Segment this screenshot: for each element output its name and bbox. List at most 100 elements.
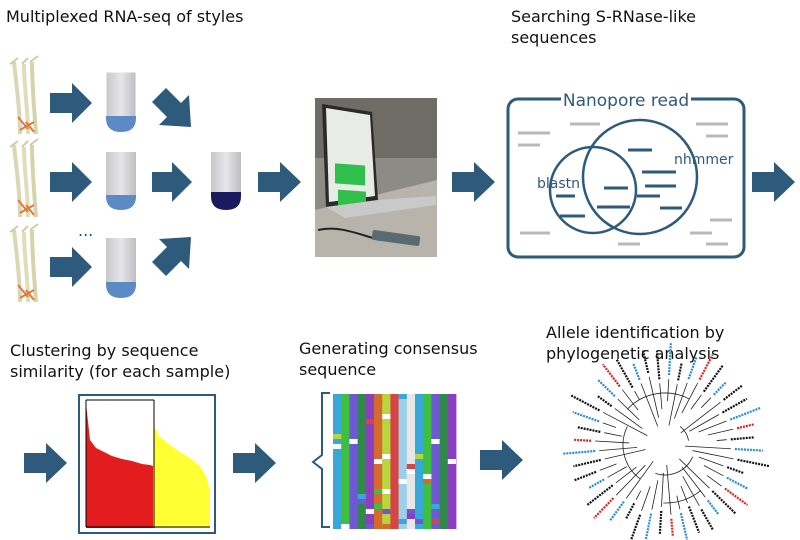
tree-branch [621, 389, 639, 411]
alignment-cell [431, 519, 440, 524]
tree-branch [599, 446, 638, 452]
arrow-right-icon [152, 162, 192, 202]
tree-leaf-label [667, 342, 672, 376]
tree-leaf-label [632, 362, 641, 381]
tree-leaf-label [601, 363, 621, 388]
tree-branch [703, 465, 724, 477]
tree-leaf-label [726, 476, 748, 490]
style-sample-2 [9, 138, 39, 218]
sample-tube-3 [106, 238, 136, 298]
alignment-cell [341, 524, 350, 529]
tree-branch [706, 475, 722, 487]
tree-branch [680, 401, 721, 434]
tree-leaf-label [702, 364, 725, 393]
tree-leaf-label [721, 397, 748, 414]
alignment-column [357, 394, 367, 529]
tree-leaf-label [655, 351, 661, 380]
alignment-column [398, 394, 408, 529]
step5-title: Allele identification by phylogenetic an… [546, 323, 725, 363]
tree-branch [667, 379, 670, 402]
tree-branch [604, 432, 622, 437]
tree-branch [602, 422, 617, 428]
tree-arc [622, 426, 641, 480]
step3-title: Clustering by sequence similarity (for e… [10, 341, 231, 381]
tree-leaf-label [677, 362, 683, 381]
alignment-cell [382, 524, 391, 529]
tree-branch [689, 414, 720, 432]
tree-branch [595, 440, 630, 444]
tree-leaf-label [585, 484, 614, 507]
tree-leaf-label [730, 436, 754, 441]
alignment-cell [406, 514, 415, 519]
tree-leaf-label [722, 384, 743, 401]
alignment-cell [374, 459, 383, 464]
tree-leaf-label [572, 411, 600, 423]
alignment-cell [365, 524, 374, 529]
laptop-sequencer-photo [315, 98, 437, 257]
alignment-cell [423, 479, 432, 484]
tree-branch [684, 445, 731, 450]
tree-branch [625, 460, 654, 499]
tree-arc [655, 456, 694, 476]
alignment-cell [333, 444, 342, 449]
tree-branch [674, 382, 688, 419]
tree-branch [698, 420, 727, 433]
alignment-cell [423, 474, 432, 479]
alignment-column [349, 394, 358, 529]
tree-branch [676, 495, 681, 510]
alignment-cell [382, 509, 391, 514]
tree-leaf-label [629, 514, 642, 540]
alignment-column [341, 394, 350, 529]
arrow-right-icon [24, 443, 67, 483]
alignment-cell [357, 499, 366, 504]
tree-branch [634, 390, 640, 400]
tree-leaf-label [597, 379, 616, 397]
arrow-right-icon [452, 162, 495, 202]
red-cluster [86, 403, 153, 528]
tree-branch [602, 411, 648, 437]
alignment-cell [406, 469, 415, 474]
style-sample-1 [9, 55, 39, 135]
tree-arc [679, 426, 689, 441]
style-sample-3 [9, 223, 39, 303]
tree-branch [682, 476, 700, 507]
tree-leaf-label [726, 466, 745, 475]
multiple-sequence-alignment [333, 394, 457, 529]
tree-leaf-label [734, 447, 763, 452]
alignment-cell [357, 494, 366, 499]
arrow-diagonal-down-icon [152, 88, 191, 127]
arrow-right-icon [50, 162, 92, 202]
tree-branch [681, 466, 706, 498]
tree-branch [615, 464, 646, 496]
alignment-cell [374, 489, 383, 494]
tree-branch [661, 472, 664, 507]
step1-title: Multiplexed RNA-seq of styles [6, 7, 244, 26]
tree-branch [607, 466, 627, 478]
tree-leaf-label [593, 497, 615, 519]
tree-branch [651, 480, 659, 510]
alignment-cell [398, 394, 407, 399]
arrow-right-icon [752, 162, 795, 202]
tree-branch [692, 450, 734, 460]
alignment-cell [349, 439, 358, 444]
tree-leaf-label [737, 458, 771, 468]
arrow-right-icon [233, 443, 276, 483]
tree-leaf-label [641, 350, 650, 374]
alignment-column [415, 394, 424, 529]
tree-leaf-label [687, 357, 698, 380]
tree-leaf-label [574, 470, 597, 482]
alignment-column [333, 394, 342, 529]
tree-branch [716, 439, 727, 441]
tree-branch [641, 486, 651, 512]
tree-leaf-label [706, 499, 720, 516]
arrow-right-icon [50, 247, 92, 287]
tree-branch [666, 464, 672, 515]
alignment-cell [415, 454, 424, 459]
tree-branch [615, 466, 637, 484]
tree-leaf-label [679, 512, 689, 540]
alignment-column [406, 394, 416, 529]
alignment-cell [365, 509, 374, 514]
alignment-cell [431, 479, 440, 484]
blastn-label: blastn [537, 176, 580, 192]
alignment-cell [374, 504, 383, 509]
